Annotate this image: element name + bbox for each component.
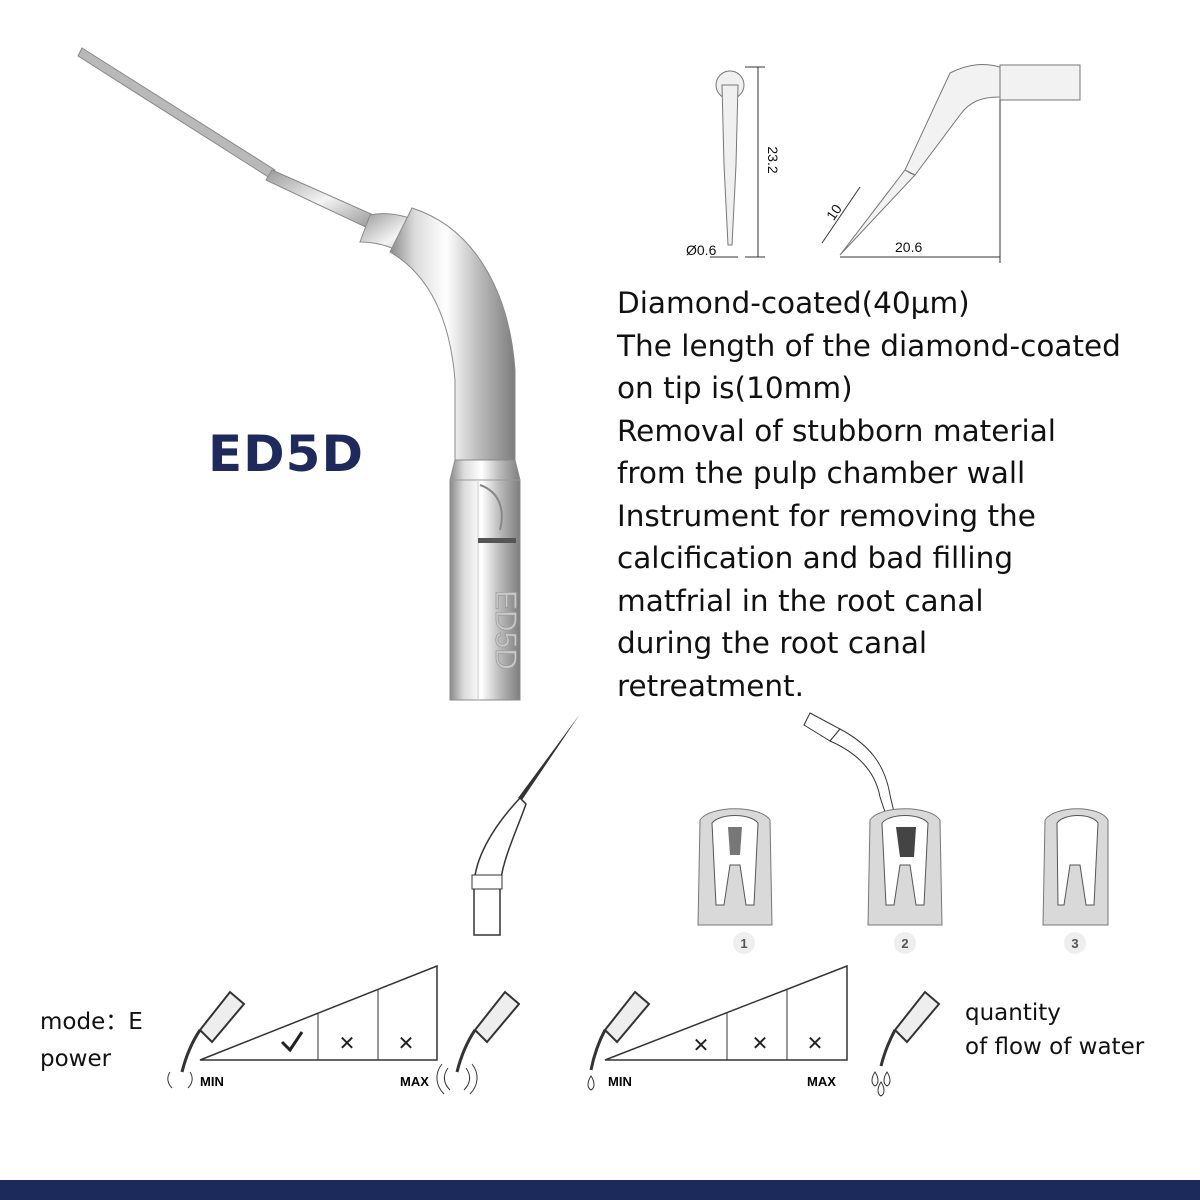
step-number-1: 1 xyxy=(740,936,747,951)
description-line: calcification and bad filling xyxy=(617,541,1014,575)
product-code-title: ED5D xyxy=(208,425,364,483)
front-view-drawing xyxy=(715,70,745,246)
water-max-label: MAX xyxy=(807,1074,836,1089)
step-number-2: 2 xyxy=(901,936,908,951)
product-tip-illustration: ED5D xyxy=(77,47,522,701)
tooth-step-2 xyxy=(867,808,943,926)
description-line: Instrument for removing the xyxy=(617,498,1036,533)
description-line: Diamond-coated(40µm) xyxy=(617,286,970,320)
power-scale: ✕ ✕ MIN MAX xyxy=(167,964,520,1095)
water-label-line1: quantity xyxy=(965,1000,1061,1026)
description-line: matfrial in the root canal xyxy=(617,583,984,618)
side-view-drawing xyxy=(839,64,1081,256)
water-min-label: MIN xyxy=(608,1074,632,1089)
handpiece-low-water-icon xyxy=(587,990,651,1091)
length-dimension: 23.2 xyxy=(765,146,781,173)
description-line: retreatment. xyxy=(617,668,804,703)
water-no-mark: ✕ xyxy=(807,1031,824,1055)
tooth-steps: 1 2 3 xyxy=(697,712,1109,954)
power-ok-mark xyxy=(280,1031,304,1053)
mode-label: mode：E xyxy=(40,1009,143,1035)
handpiece-high-power-icon xyxy=(436,990,520,1095)
description-line: Removal of stubborn material xyxy=(617,413,1056,448)
power-label: power xyxy=(40,1046,112,1072)
footer-bar xyxy=(0,1180,1200,1200)
step-number-3: 3 xyxy=(1071,936,1078,951)
tooth-step-3 xyxy=(1042,808,1109,926)
description-block: Diamond-coated(40µm) The length of the d… xyxy=(617,282,1177,707)
tooth-step-1 xyxy=(697,808,773,926)
description-line: The length of the diamond-coated xyxy=(617,328,1121,363)
coated-length-dimension: 10 xyxy=(823,201,845,223)
tip-outline-drawing xyxy=(471,714,580,936)
description-line: from the pulp chamber wall xyxy=(617,456,1026,490)
technical-drawing: 23.2 Ø0.6 20.6 10 xyxy=(686,64,1081,263)
diameter-dimension: Ø0.6 xyxy=(686,242,717,258)
handpiece-high-water-icon xyxy=(871,990,941,1097)
water-label-line2: of flow of water xyxy=(965,1034,1145,1060)
description-line: on tip is(10mm) xyxy=(617,371,853,405)
water-no-mark: ✕ xyxy=(693,1033,710,1057)
description-line: during the root canal xyxy=(617,626,928,660)
power-no-mark: ✕ xyxy=(339,1031,356,1055)
power-max-label: MAX xyxy=(400,1074,429,1089)
water-no-mark: ✕ xyxy=(752,1031,769,1055)
engraving-text: ED5D xyxy=(489,590,522,670)
power-min-label: MIN xyxy=(200,1074,224,1089)
power-no-mark: ✕ xyxy=(398,1031,415,1055)
water-scale: ✕ ✕ ✕ MIN MAX xyxy=(587,964,941,1097)
reach-dimension: 20.6 xyxy=(895,239,922,255)
handpiece-low-power-icon xyxy=(167,990,246,1089)
